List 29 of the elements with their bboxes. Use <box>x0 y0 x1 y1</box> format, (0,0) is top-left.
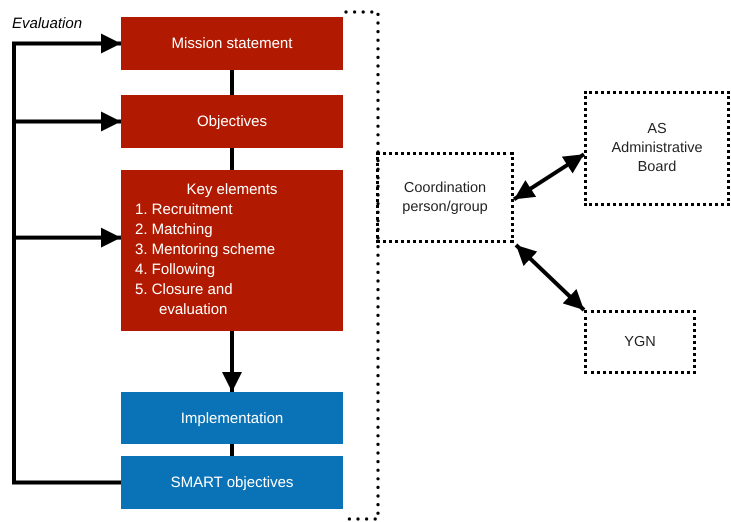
list-item: 4. Following <box>134 260 216 280</box>
box-heading: Key elements <box>186 180 278 200</box>
process-box <box>121 170 343 331</box>
connector-line <box>230 444 234 456</box>
process-box <box>121 95 343 148</box>
arrow <box>12 228 121 484</box>
box-label: Coordination person/group <box>401 178 489 216</box>
list-item: 5. Closure and evaluation <box>134 280 234 320</box>
connector-line <box>230 70 234 95</box>
box-label: Implementation <box>180 410 284 426</box>
box-label: Mission statement <box>172 35 292 52</box>
box-label: YGN <box>624 332 656 352</box>
implementation-box <box>121 456 343 509</box>
dotted-box <box>584 91 730 206</box>
box-label: Objectives <box>196 113 268 130</box>
dotted-box <box>376 152 514 243</box>
box-label: AS Administrative Board <box>611 120 703 177</box>
arrow <box>222 331 242 392</box>
connector-line <box>230 148 234 170</box>
arrow <box>514 244 586 312</box>
dotted-box <box>584 310 696 374</box>
loop-label: Evaluation <box>12 15 82 32</box>
box-label: SMART objectives <box>170 474 294 491</box>
implementation-box <box>121 392 343 444</box>
arrow <box>512 152 586 201</box>
list-item: 1. Recruitment <box>134 200 234 220</box>
list-item: 2. Matching <box>134 220 214 240</box>
process-box <box>121 17 343 70</box>
list-item: 3. Mentoring scheme <box>134 240 276 260</box>
